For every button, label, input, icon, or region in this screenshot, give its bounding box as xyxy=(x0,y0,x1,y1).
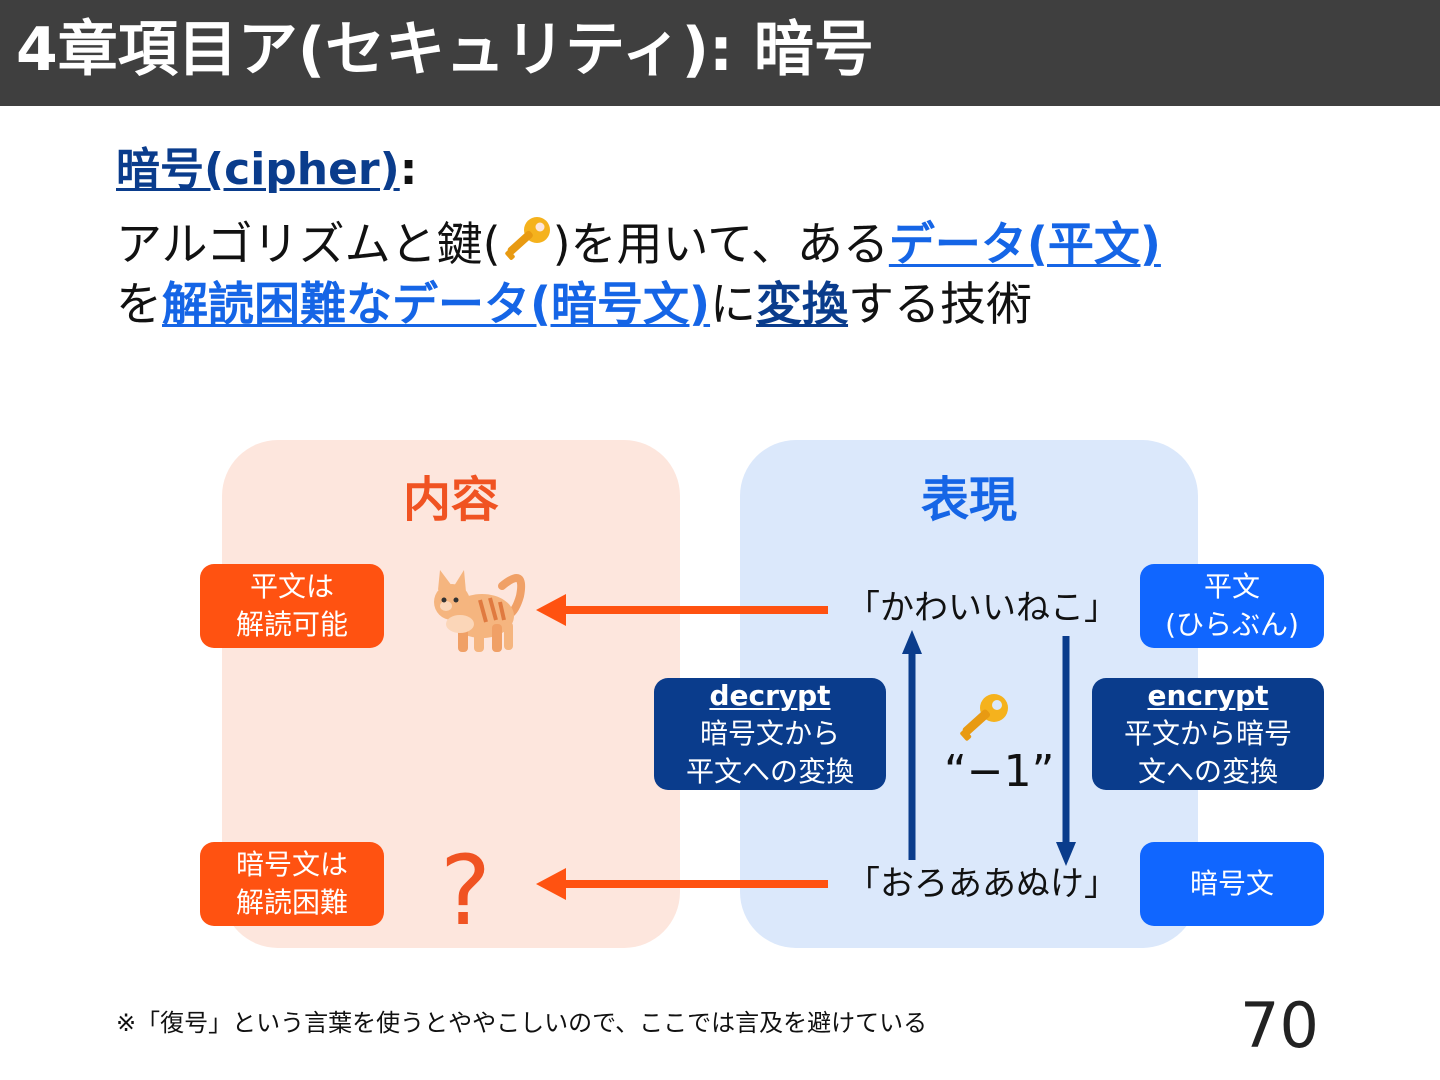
page-number: 70 xyxy=(1240,989,1319,1062)
definition-line-1: アルゴリズムと鍵( )を用いて、あるデータ(平文) xyxy=(116,214,1161,280)
box-line: 平文から暗号 xyxy=(1123,717,1292,750)
box-line: 解読困難 xyxy=(235,886,348,919)
encrypt-title: encrypt xyxy=(1147,679,1269,712)
term-link[interactable]: 暗号(cipher) xyxy=(116,144,400,195)
def-text: アルゴリズムと鍵( xyxy=(116,217,501,271)
key-icon xyxy=(501,214,553,280)
cat-icon xyxy=(434,570,526,652)
box-line: (ひらぶん) xyxy=(1165,608,1299,641)
question-mark: ? xyxy=(440,835,491,947)
box-line: 解読可能 xyxy=(235,608,348,641)
content-heading: 内容 xyxy=(402,472,499,528)
ciphertext-box: 暗号文 xyxy=(1140,842,1324,926)
key-value: “−1” xyxy=(944,746,1055,797)
slide-title: 4章項目ア(セキュリティ): 暗号 xyxy=(16,15,874,85)
plaintext-box: 平文 (ひらぶん) xyxy=(1140,564,1324,648)
conversion-link[interactable]: 変換 xyxy=(756,277,849,331)
representation-heading: 表現 xyxy=(920,472,1017,528)
box-line: 文への変換 xyxy=(1137,755,1278,788)
box-line: 平文 xyxy=(1203,570,1260,603)
ciphertext-hard-box: 暗号文は 解読困難 xyxy=(200,842,384,926)
arrow-plaintext-to-content xyxy=(536,594,828,626)
plaintext-link[interactable]: データ(平文) xyxy=(888,217,1161,271)
definition-line-2: を解読困難なデータ(暗号文)に変換する技術 xyxy=(116,274,1032,334)
plaintext-readable-box: 平文は 解読可能 xyxy=(200,564,384,648)
footnote: ※「復号」という言葉を使うとややこしいので、ここでは言及を避けている xyxy=(116,1009,928,1037)
def-text: する技術 xyxy=(848,277,1033,331)
term-heading: 暗号(cipher): xyxy=(116,140,417,200)
decrypt-box: decrypt 暗号文から 平文への変換 xyxy=(654,678,886,790)
box-line: 暗号文 xyxy=(1189,867,1274,900)
term-colon: : xyxy=(399,144,418,195)
ciphertext-example: 「おろああぬけ」 xyxy=(846,864,1118,904)
decrypt-title: decrypt xyxy=(709,679,831,712)
ciphertext-link[interactable]: 解読困難なデータ(暗号文) xyxy=(162,277,711,331)
plaintext-example: 「かわいいねこ」 xyxy=(846,588,1118,628)
def-text: を xyxy=(116,277,162,331)
arrow-ciphertext-to-content xyxy=(536,868,828,900)
def-text: )を用いて、ある xyxy=(552,217,889,271)
box-line: 平文への変換 xyxy=(685,755,854,788)
key-icon xyxy=(960,694,1008,741)
encrypt-box: encrypt 平文から暗号 文への変換 xyxy=(1092,678,1324,790)
arrow-encrypt-down xyxy=(1056,636,1076,866)
title-bar: 4章項目ア(セキュリティ): 暗号 xyxy=(0,0,1440,106)
def-text: に xyxy=(710,277,757,331)
box-line: 暗号文は xyxy=(235,848,348,881)
box-line: 暗号文から xyxy=(699,717,840,750)
arrow-decrypt-up xyxy=(902,630,922,860)
box-line: 平文は xyxy=(249,570,334,603)
